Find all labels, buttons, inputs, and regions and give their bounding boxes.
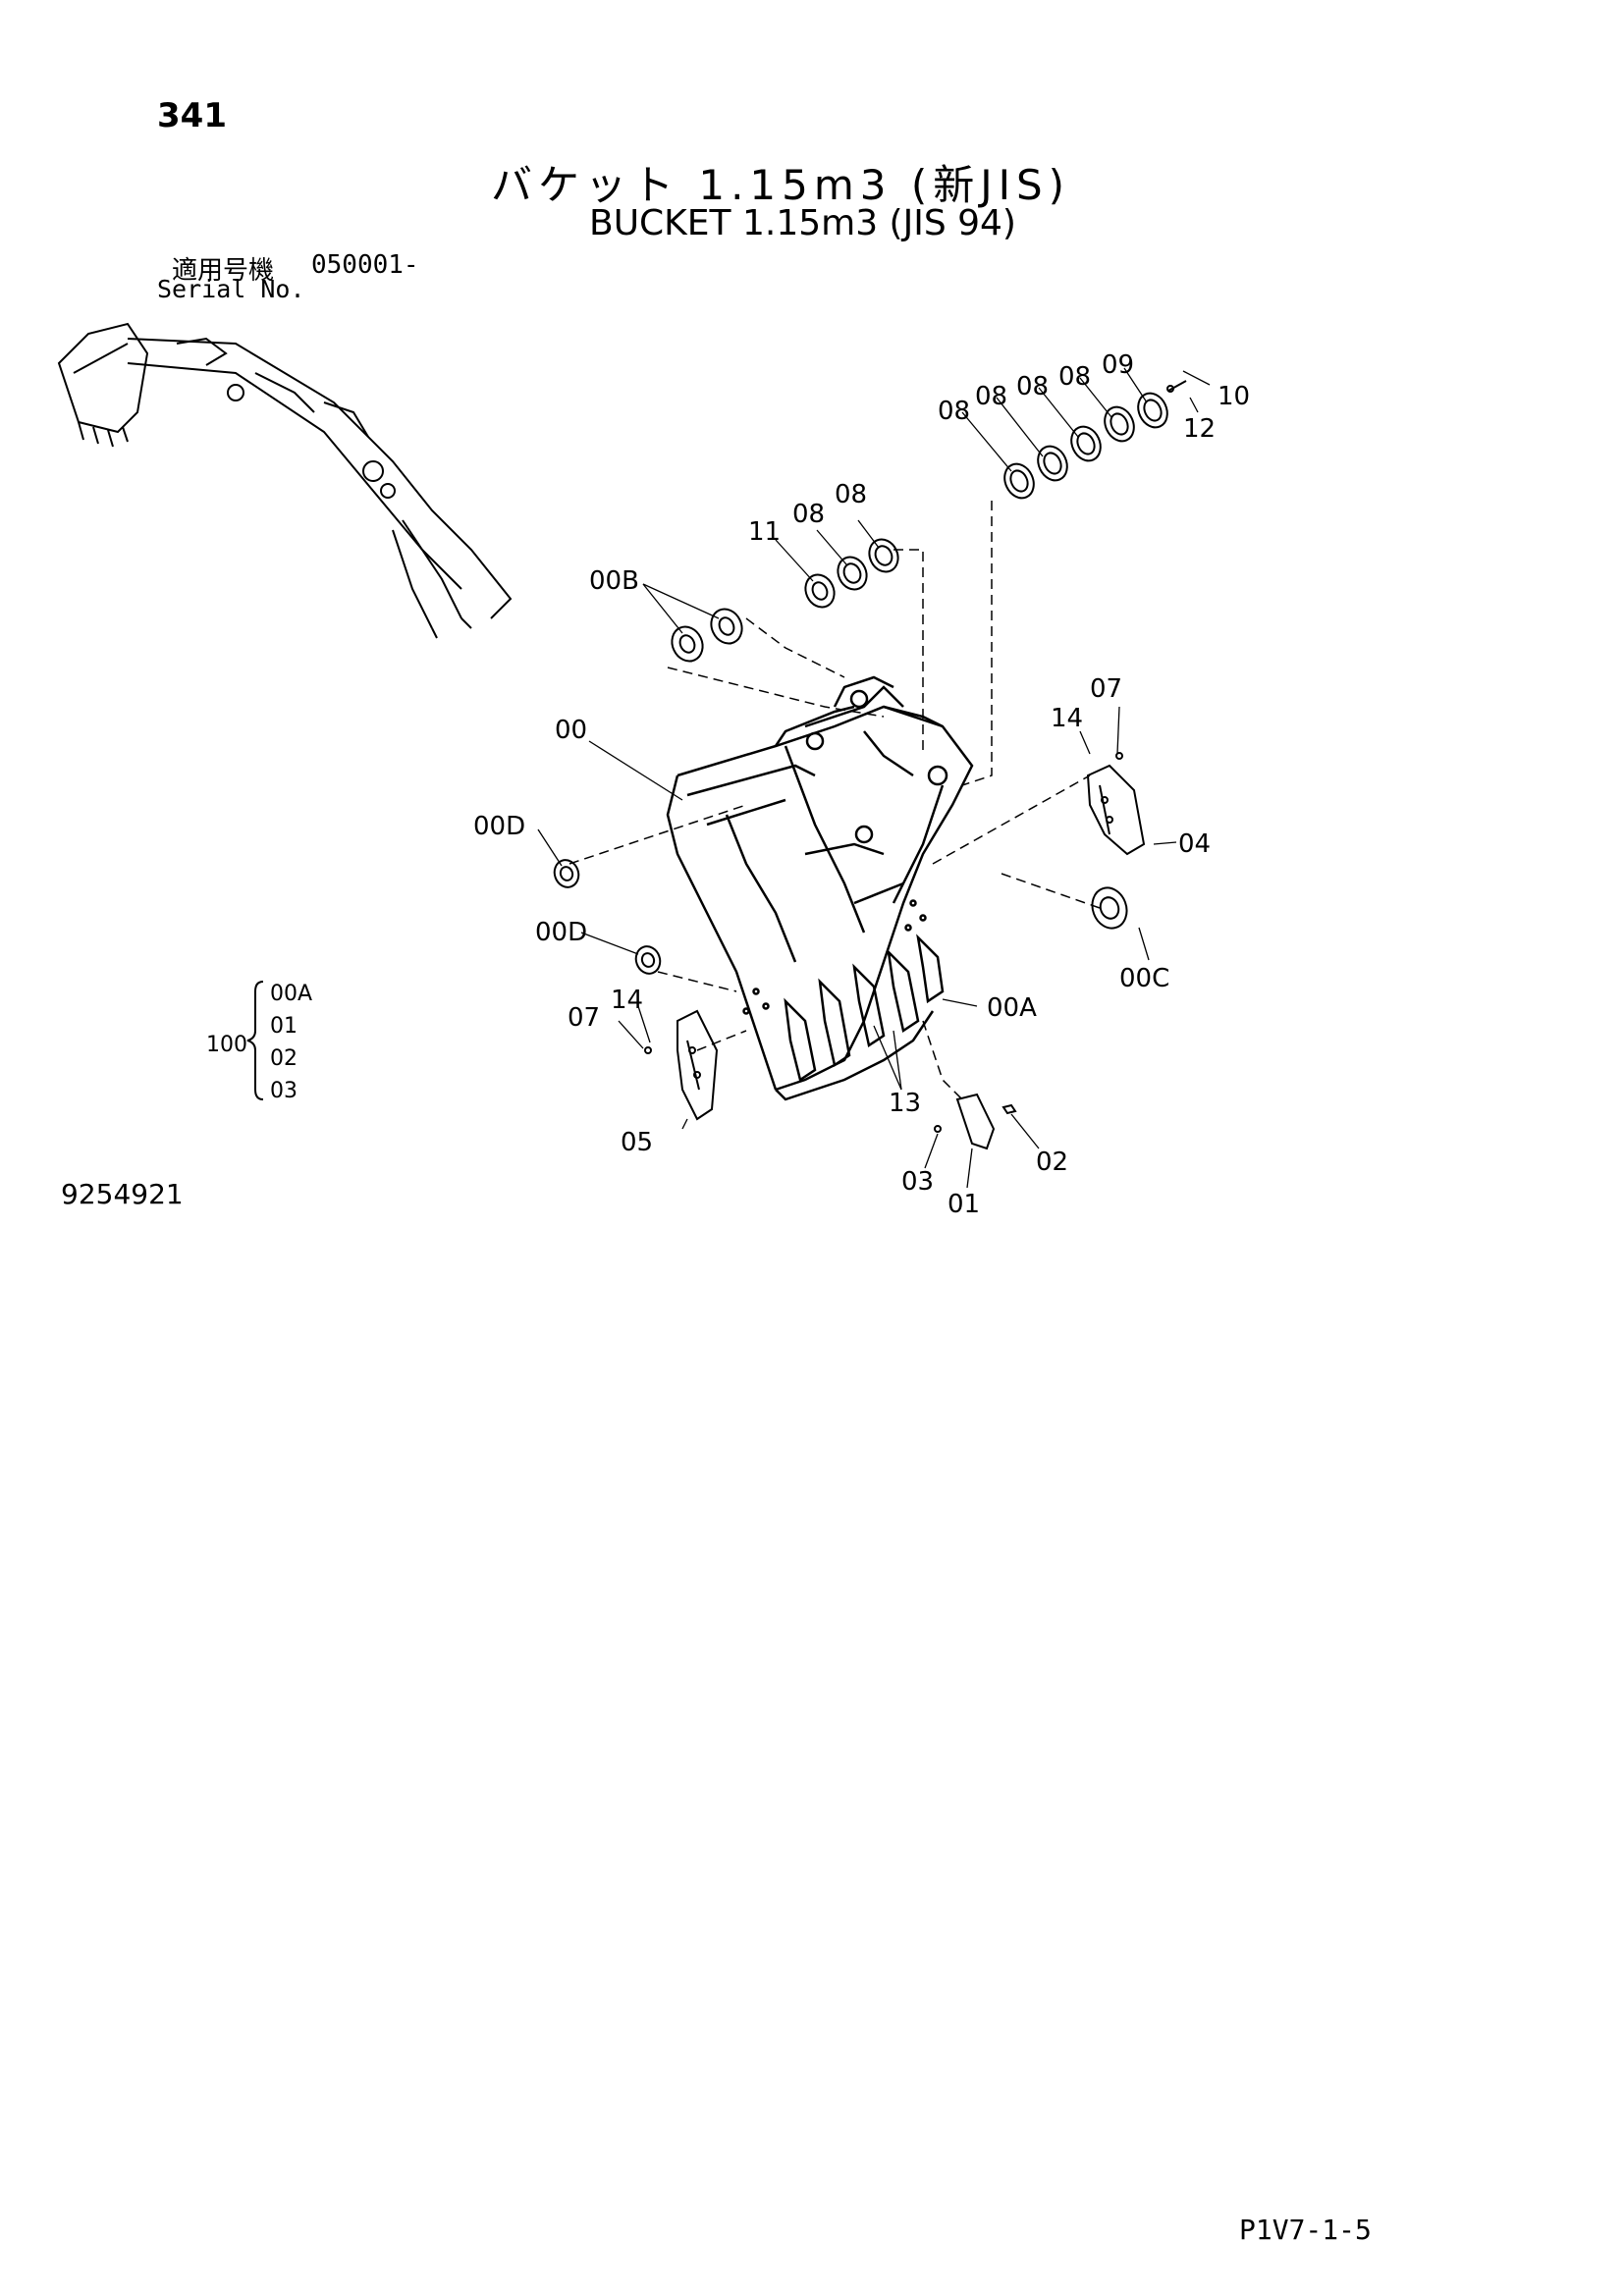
nut-00d-icon <box>553 859 662 975</box>
callout-08: 08 <box>835 480 867 509</box>
callout-00: 00 <box>555 716 587 745</box>
title-english: BUCKET 1.15m3 (JIS 94) <box>589 203 1016 243</box>
washer-pair-icon <box>804 538 899 609</box>
callout-13: 13 <box>889 1089 921 1118</box>
excavator-thumbnail-icon <box>57 322 513 639</box>
callout-07: 07 <box>568 1003 600 1033</box>
kit-number: 100 <box>206 1033 247 1057</box>
callout-00d: 00D <box>535 918 587 947</box>
bucket-body-icon <box>666 675 974 1101</box>
callout-08: 08 <box>1016 372 1049 401</box>
callout-03: 03 <box>901 1167 934 1197</box>
kit-brace <box>246 981 264 1100</box>
callout-07: 07 <box>1090 674 1122 704</box>
washer-stack-icon <box>1003 380 1187 500</box>
callout-08: 08 <box>938 397 970 426</box>
center-lines <box>568 501 1101 1100</box>
callout-00d: 00D <box>473 812 525 841</box>
callout-00a: 00A <box>987 993 1037 1023</box>
bushing-00c-icon <box>1091 886 1128 930</box>
callout-11: 11 <box>748 517 781 547</box>
side-cutter-right-icon <box>1086 752 1146 856</box>
callout-12: 12 <box>1183 414 1216 444</box>
callout-14: 14 <box>611 986 643 1015</box>
kit-item: 02 <box>270 1046 298 1071</box>
callout-01: 01 <box>947 1190 980 1219</box>
page-number: 341 <box>157 96 227 135</box>
callout-08: 08 <box>792 500 825 529</box>
callout-00c: 00C <box>1119 964 1169 993</box>
kit-item: 03 <box>270 1079 298 1103</box>
page-reference: P1V7-1-5 <box>1239 2214 1372 2246</box>
callout-08: 08 <box>1058 362 1091 392</box>
serial-range: 050001- <box>311 250 419 280</box>
side-cutter-left-icon <box>644 1009 719 1121</box>
leader-lines <box>537 367 1211 1189</box>
callout-09: 09 <box>1102 350 1134 380</box>
tooth-01-icon <box>934 1093 1017 1150</box>
callout-00b: 00B <box>589 566 639 596</box>
callout-14: 14 <box>1051 704 1083 733</box>
callout-08: 08 <box>975 382 1007 411</box>
callout-10: 10 <box>1218 382 1250 411</box>
title-japanese: バケット 1.15m3 (新JIS) <box>491 161 1071 209</box>
callout-04: 04 <box>1178 829 1211 859</box>
serial-label-english: Serial No. <box>157 275 305 303</box>
callout-05: 05 <box>621 1128 653 1157</box>
serial-label-japanese: 適用号機 <box>172 256 275 286</box>
callout-02: 02 <box>1036 1148 1068 1177</box>
bushing-00b-icon <box>671 608 743 663</box>
kit-item: 00A <box>270 982 313 1006</box>
kit-item: 01 <box>270 1014 298 1039</box>
drawing-number: 9254921 <box>61 1178 184 1210</box>
